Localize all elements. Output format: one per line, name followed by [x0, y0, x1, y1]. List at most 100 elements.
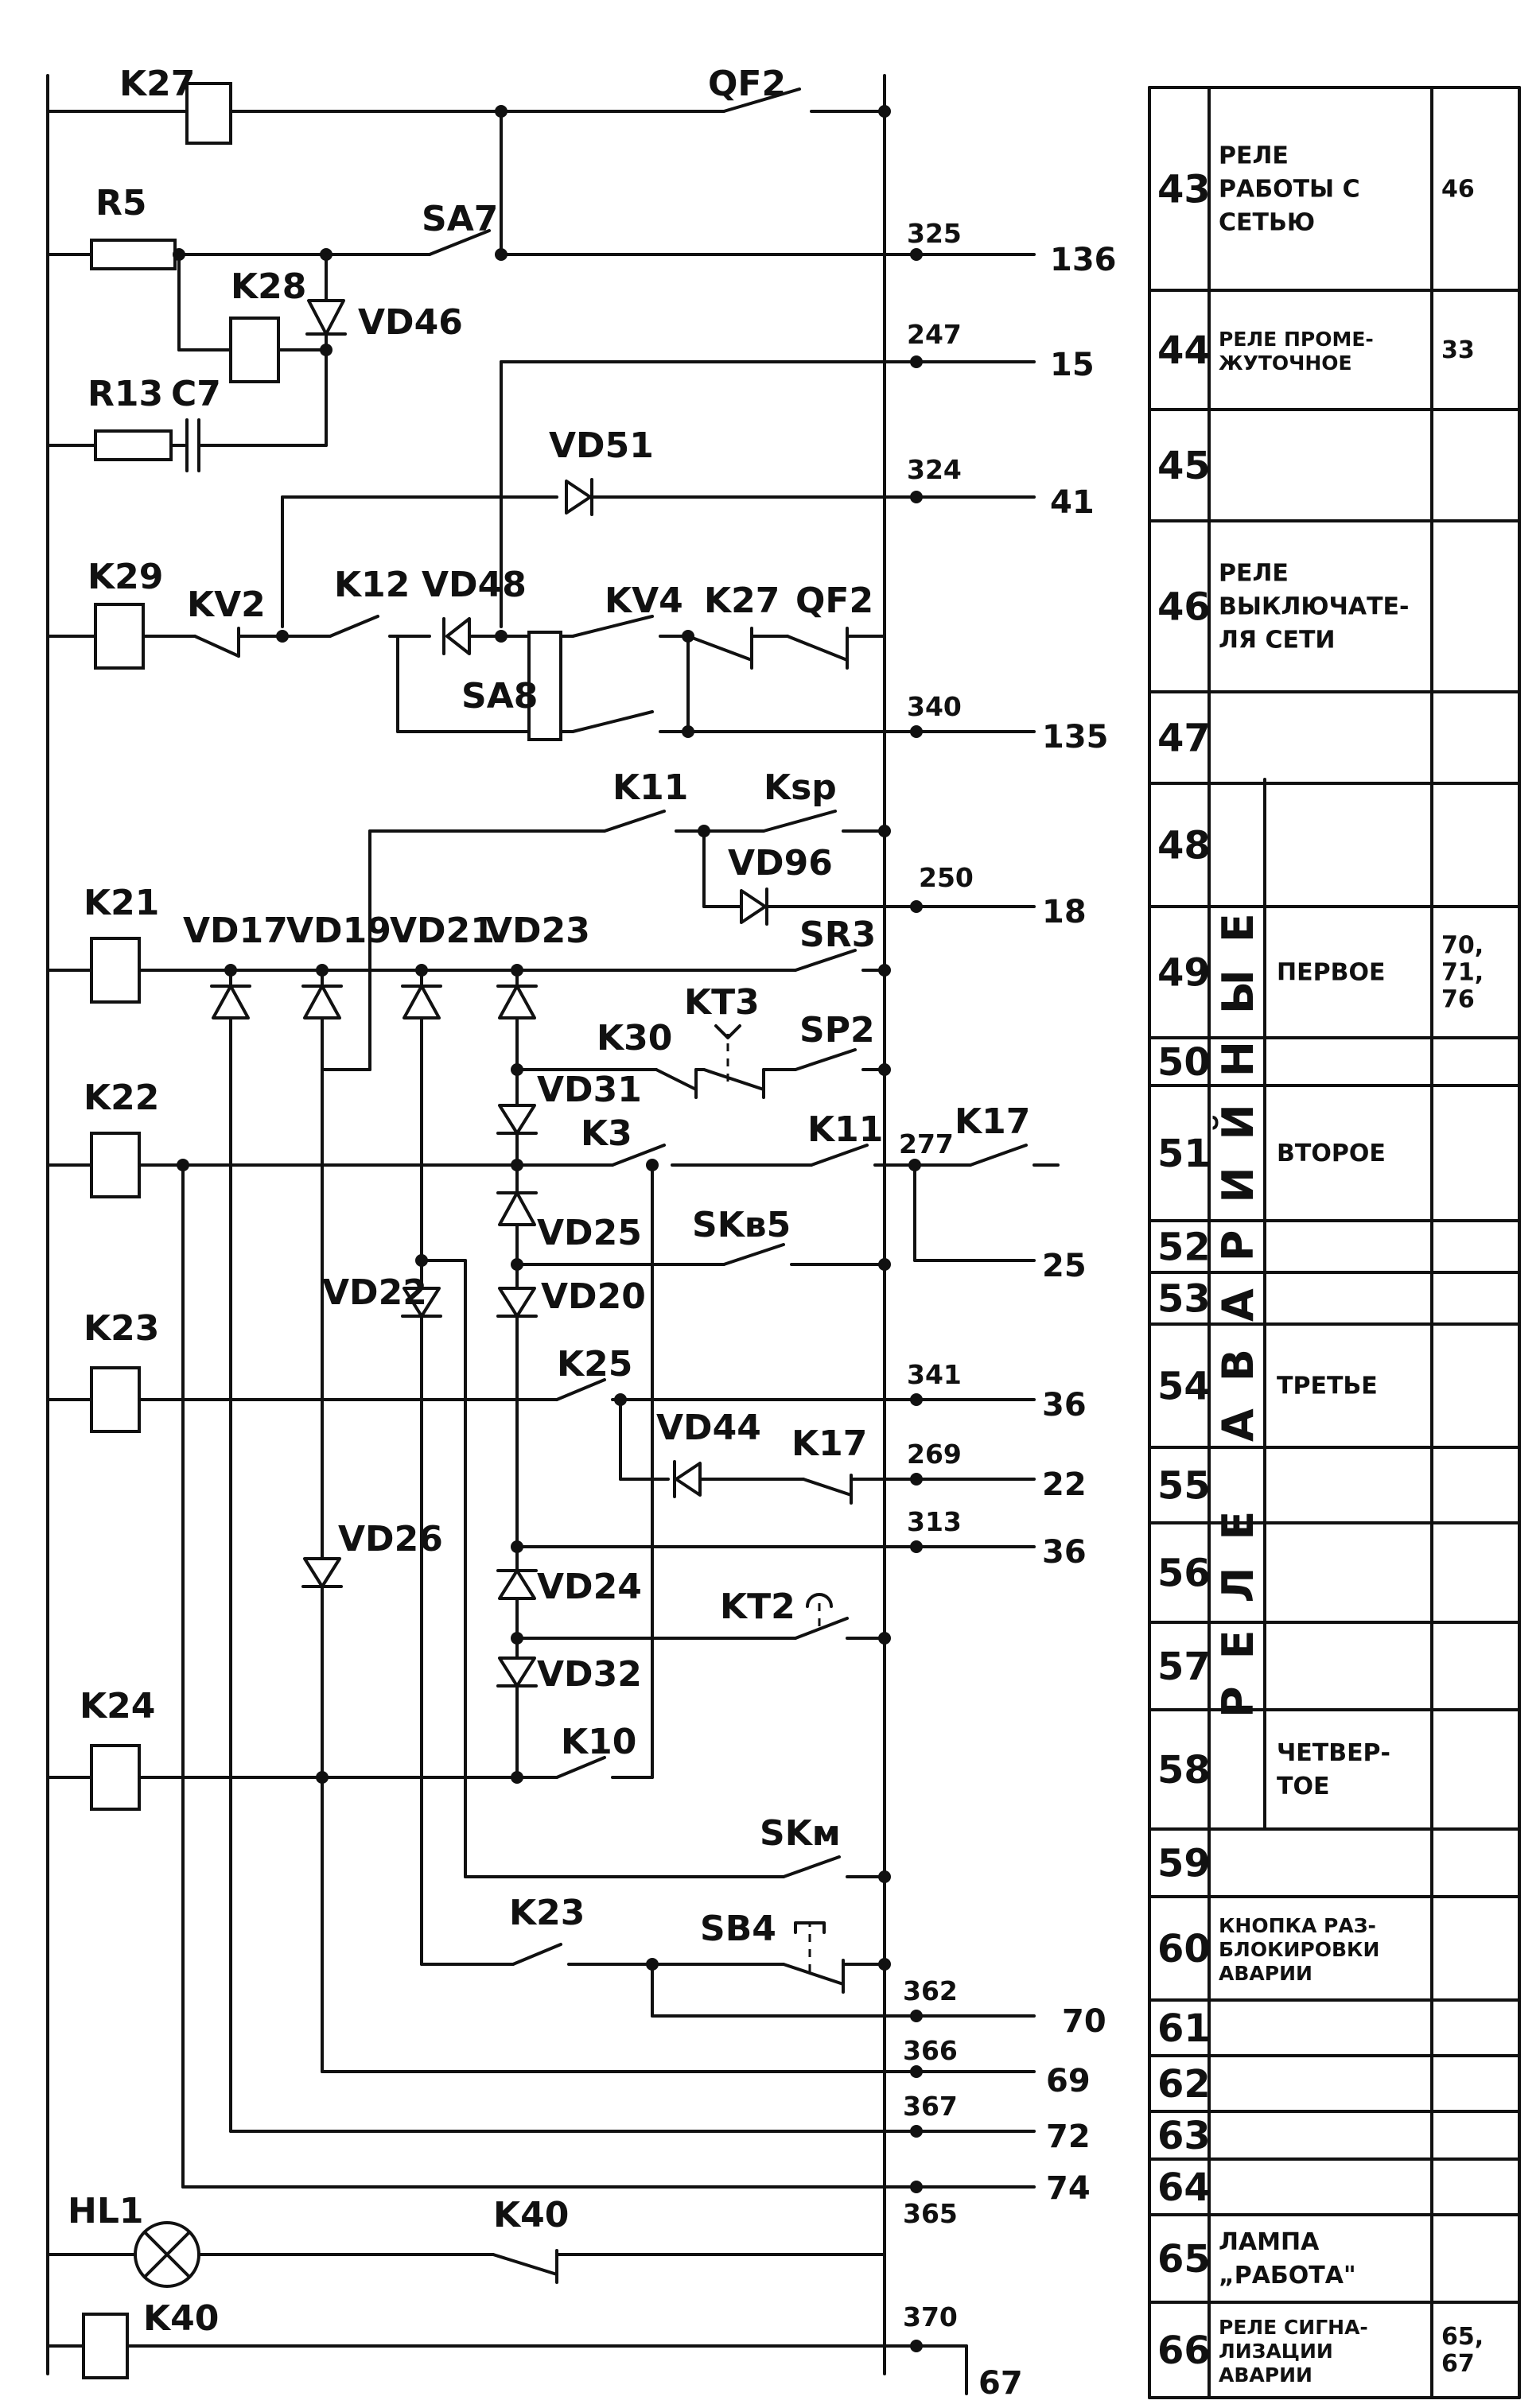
sa8-switch	[527, 631, 562, 741]
skm-contact	[782, 1855, 841, 1878]
dest-136: 136	[1050, 242, 1117, 278]
legend-row-description: АВАРИИ	[1219, 2363, 1312, 2387]
sb4-contact	[782, 1963, 845, 1986]
k11-label: K11	[612, 767, 688, 808]
legend-row-number: 52	[1157, 1225, 1211, 1270]
wire-362: 362	[903, 1975, 958, 2006]
legend-row-description: ЛАМПА	[1219, 2228, 1320, 2256]
legend-row-number: 59	[1157, 1842, 1211, 1886]
vd26-diode	[303, 1557, 341, 1588]
group-label-relays-emergency: РЕЛЕ АВАРИЙНЫЕ	[1213, 886, 1263, 1718]
legend-row-number: 65	[1157, 2237, 1211, 2282]
k3-contact	[611, 1144, 666, 1167]
k24-coil	[90, 1744, 141, 1811]
qf2-contact	[722, 87, 801, 113]
vd20-label: VD20	[541, 1276, 646, 1317]
dest-41: 41	[1050, 484, 1095, 521]
wire-313: 313	[907, 1506, 962, 1537]
legend-row-description: РЕЛЕ	[1219, 142, 1289, 170]
vd31-label: VD31	[537, 1070, 642, 1110]
k28-label: K28	[231, 266, 306, 307]
vd25-diode	[498, 1191, 536, 1226]
wire-366: 366	[903, 2035, 958, 2066]
vd48-label: VD48	[422, 565, 527, 605]
k27-nc-contact	[686, 635, 753, 662]
dest-36b: 36	[1042, 1534, 1087, 1571]
row-r5-sa7: R5 SA7 325 136	[46, 183, 1117, 278]
kt2-label: KT2	[720, 1587, 795, 1627]
row-skm: SKм	[464, 1813, 891, 1883]
legend-row-64: 64	[1157, 2165, 1211, 2210]
rows-366-367-365: 366 69 367 72 365 74	[181, 2035, 1091, 2229]
vd21-label: VD21	[390, 911, 495, 951]
vd96-label: VD96	[728, 843, 833, 884]
dest-22: 22	[1042, 1466, 1087, 1503]
vd22-diode	[402, 1287, 441, 1318]
k3-label: K3	[581, 1113, 632, 1154]
legend-row-48: 48	[1157, 824, 1211, 868]
legend-row-45: 45	[1157, 444, 1211, 488]
diode-vd26: VD26	[301, 1519, 443, 1588]
sp2-label: SP2	[799, 1010, 875, 1051]
k23-coil	[90, 1366, 141, 1433]
legend-row-number: 51	[1157, 1132, 1211, 1176]
legend-row-53: 53	[1157, 1277, 1211, 1322]
vd17-label: VD17	[183, 911, 288, 951]
vd19-label: VD19	[286, 911, 391, 951]
k11-contact	[603, 810, 666, 833]
vd46-label: VD46	[358, 302, 463, 343]
legend-row-reference: 76	[1441, 986, 1475, 1014]
vd51-label: VD51	[549, 425, 654, 466]
kt3-timer-mark	[714, 1024, 741, 1039]
legend-row-number: 45	[1157, 444, 1211, 488]
legend-row-62: 62	[1157, 2062, 1211, 2107]
legend-row-number: 64	[1157, 2165, 1211, 2210]
vd96-diode	[740, 889, 767, 924]
legend-row-55: 55	[1157, 1464, 1211, 1509]
legend-row-description: КНОПКА РАЗ-	[1219, 1914, 1376, 1937]
k40-coil	[82, 2313, 129, 2379]
wire-325: 325	[907, 218, 962, 249]
legend-row-number: 63	[1157, 2114, 1211, 2158]
sb4-button-mark	[794, 1921, 826, 1934]
row-vd25-skb5: VD25 SKв5	[496, 1191, 891, 1271]
wire-341: 341	[907, 1359, 962, 1390]
wire-324: 324	[907, 454, 962, 485]
kt2-timer-mark	[806, 1593, 833, 1608]
sa7-label: SA7	[422, 199, 498, 239]
legend-row-description: БЛОКИРОВКИ	[1219, 1938, 1379, 1961]
row-k22: K22 K3 K11 277 K17 25	[46, 1078, 1087, 2189]
legend-row-number: 62	[1157, 2062, 1211, 2107]
diodes-vd22-vd20: VD22 VD20	[322, 1254, 646, 1878]
legend-row-number: 58	[1157, 1748, 1211, 1792]
sr3-contact	[794, 949, 857, 972]
k11-second-contact	[810, 1144, 869, 1167]
k12-label: K12	[334, 565, 410, 605]
row-k11-ksp: K11 Ksp VD96 250 18	[321, 767, 1087, 1071]
row-hl1: HL1 K40	[46, 2191, 886, 2288]
vd24-diode	[498, 1569, 536, 1600]
legend-row-number: 48	[1157, 824, 1211, 868]
row-k24: K24 K10	[46, 1686, 654, 1811]
k28-vd46-block: K28 VD46	[177, 253, 463, 447]
legend-row-description: ЛЯ СЕТИ	[1219, 627, 1336, 654]
qf2-contact-label: QF2	[795, 581, 873, 621]
wire-370: 370	[903, 2301, 958, 2332]
row-k23-sb4: K23 SB4 362 70	[420, 1893, 1106, 2040]
hl1-label: HL1	[68, 2191, 143, 2231]
legend-row-number: 60	[1157, 1927, 1211, 1971]
vd32-label: VD32	[537, 1654, 642, 1695]
vd51-diode	[565, 480, 592, 515]
vd44-label: VD44	[656, 1408, 761, 1448]
vd23-diode	[498, 985, 536, 1020]
vd23-label: VD23	[485, 911, 590, 951]
sa8-label: SA8	[461, 676, 538, 717]
sa7-contact	[428, 229, 491, 256]
k21-coil	[90, 937, 141, 1004]
wire-365: 365	[903, 2198, 958, 2229]
legend-row-description: АВАРИИ	[1219, 1962, 1312, 1985]
